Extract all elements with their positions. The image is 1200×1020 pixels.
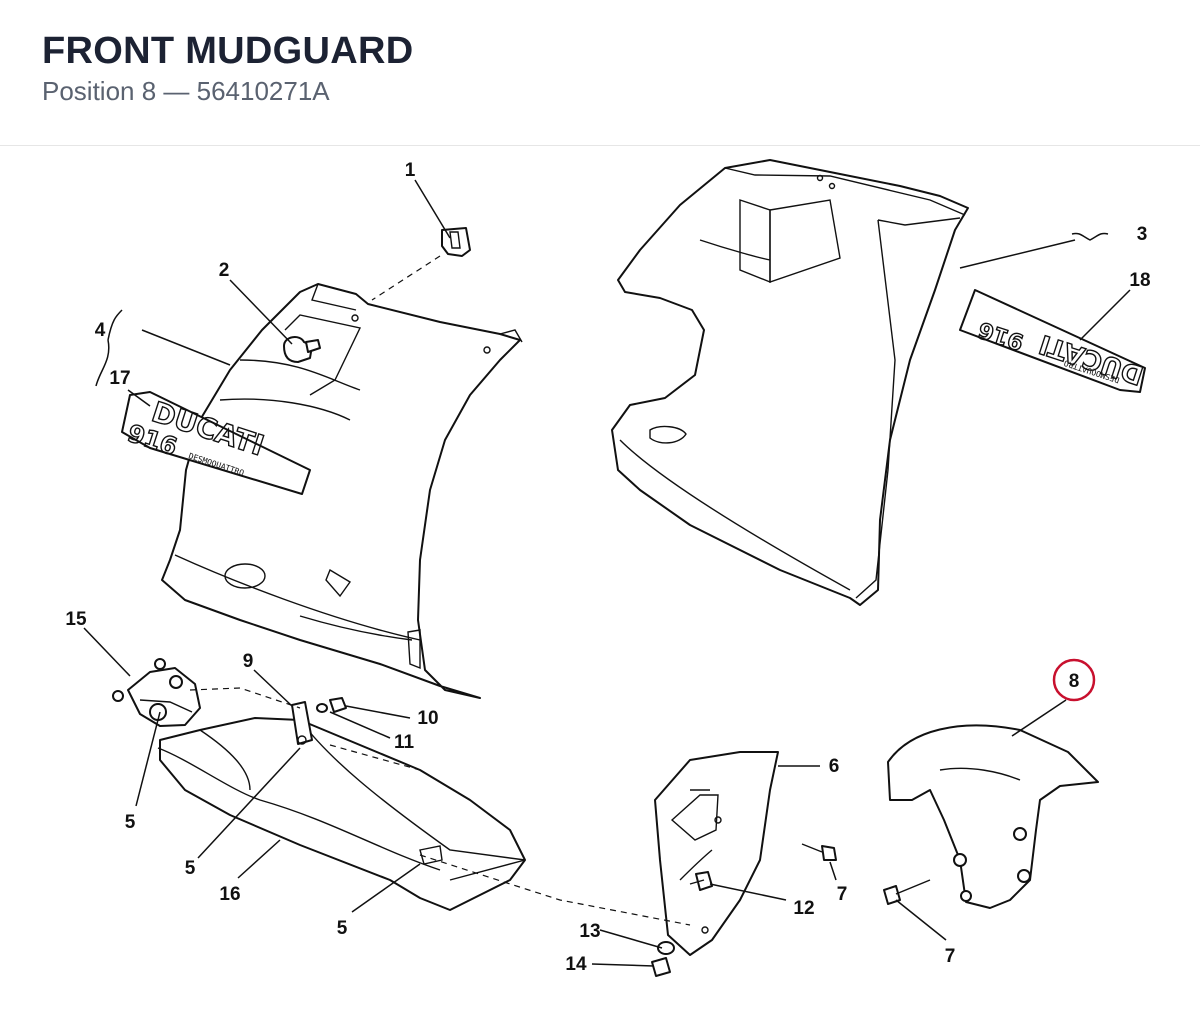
callout-1[interactable]: 1	[405, 160, 416, 181]
callout-5-middle[interactable]: 5	[185, 858, 196, 879]
page-header: FRONT MUDGUARD Position 8 — 56410271A	[0, 0, 1200, 146]
callout-8: 8	[1069, 671, 1080, 692]
highlight-ring	[1052, 658, 1096, 702]
callout-11[interactable]: 11	[394, 732, 415, 753]
callout-7-right[interactable]: 7	[945, 946, 956, 967]
assembly-line-bracket	[189, 687, 301, 709]
right-fairing-panel[interactable]: DUCATI 916 DESMOQUATTRO	[611, 159, 1148, 606]
page-subtitle: Position 8 — 56410271A	[42, 76, 330, 106]
left-fairing-panel[interactable]: DUCATI 916 DESMOQUATTRO	[121, 283, 523, 699]
assembly-line-top	[371, 255, 441, 301]
bracket-assembly-part-15[interactable]	[112, 658, 201, 727]
bolt-part-7-mid[interactable]	[801, 843, 837, 861]
page-title: FRONT MUDGUARD	[42, 30, 414, 72]
callout-14[interactable]: 14	[565, 954, 587, 975]
callout-12[interactable]: 12	[793, 898, 814, 919]
bracket-part-9[interactable]	[291, 701, 313, 745]
front-mudguard-part-8[interactable]	[887, 724, 1099, 909]
washer-part-11[interactable]	[316, 703, 328, 713]
callout-5-left[interactable]: 5	[125, 812, 136, 833]
callout-13[interactable]: 13	[579, 921, 600, 942]
callout-4[interactable]: 4	[95, 320, 106, 341]
assembly-line-bottom	[419, 854, 691, 926]
bolt-part-7-right[interactable]	[883, 879, 931, 905]
callout-2[interactable]: 2	[219, 260, 230, 281]
callout-6[interactable]: 6	[829, 756, 840, 777]
screw-part-12[interactable]	[689, 871, 713, 891]
lower-belly-pan[interactable]	[157, 717, 526, 911]
callout-10[interactable]: 10	[417, 708, 438, 729]
callout-7-mid[interactable]: 7	[837, 884, 848, 905]
callout-9[interactable]: 9	[243, 651, 254, 672]
callout-5-bottom[interactable]: 5	[337, 918, 348, 939]
callout-3[interactable]: 3	[1137, 224, 1148, 245]
callout-17[interactable]: 17	[109, 368, 130, 389]
leader-lines	[83, 179, 1131, 967]
side-panel-part-6[interactable]	[654, 751, 779, 956]
callout-18[interactable]: 18	[1129, 270, 1150, 291]
bolt-part-10[interactable]	[329, 697, 347, 713]
assembly-line-screw	[329, 744, 421, 771]
ducati-decal-right[interactable]: DUCATI 916 DESMOQUATTRO	[959, 289, 1148, 393]
spacer-part-13[interactable]	[657, 941, 675, 955]
callout-8-highlighted[interactable]: 8	[1052, 658, 1096, 702]
nut-part-14[interactable]	[651, 957, 671, 977]
callout-15[interactable]: 15	[65, 609, 87, 630]
callout-16[interactable]: 16	[219, 884, 240, 905]
right-decal-logo-text: DUCATI	[1036, 328, 1147, 390]
